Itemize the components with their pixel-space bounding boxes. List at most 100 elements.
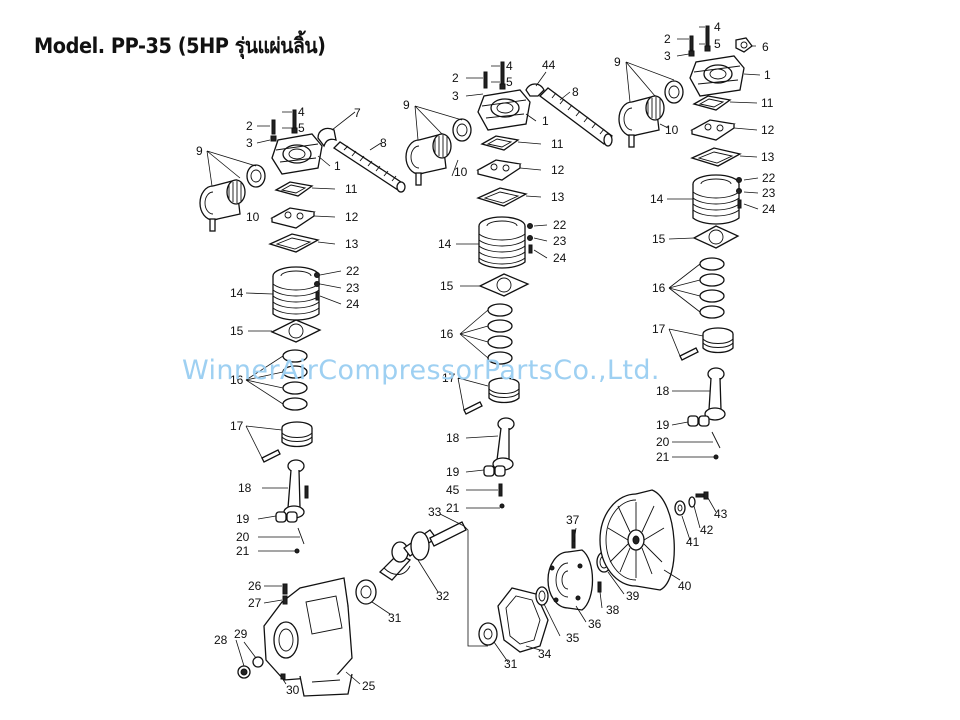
right-air-filter bbox=[618, 80, 684, 148]
part-label: 5 bbox=[506, 75, 513, 89]
part-label: 5 bbox=[298, 121, 305, 135]
part-number-labels: 2 3 4 5 7 8 1 9 10 11 12 13 14 22 23 24 … bbox=[196, 20, 776, 697]
part-label: 20 bbox=[236, 530, 250, 544]
part-label: 14 bbox=[438, 237, 452, 251]
middle-air-filter bbox=[405, 118, 472, 186]
right-valve-plate-12 bbox=[690, 119, 736, 141]
oil-seal-31-left bbox=[355, 579, 377, 605]
part-label: 37 bbox=[566, 513, 580, 527]
part-label: 9 bbox=[403, 98, 410, 112]
left-elbow-fitting bbox=[317, 127, 337, 148]
part-label: 36 bbox=[588, 617, 602, 631]
part-label: 1 bbox=[334, 159, 341, 173]
part-label: 6 bbox=[762, 40, 769, 54]
middle-gasket-11 bbox=[480, 135, 520, 151]
part-label: 19 bbox=[656, 418, 670, 432]
left-delivery-pipe bbox=[332, 141, 406, 193]
middle-cylinder-block bbox=[478, 216, 533, 269]
part-label: 21 bbox=[236, 544, 250, 558]
washer-41 bbox=[674, 500, 686, 516]
bearing-housing bbox=[547, 529, 602, 611]
drain-plug bbox=[237, 656, 286, 680]
part-label: 22 bbox=[553, 218, 567, 232]
part-label: 28 bbox=[214, 633, 228, 647]
part-label: 41 bbox=[686, 535, 700, 549]
part-label: 2 bbox=[452, 71, 459, 85]
flywheel bbox=[599, 489, 675, 591]
part-label: 24 bbox=[762, 202, 776, 216]
middle-gasket-15 bbox=[478, 273, 530, 297]
middle-piston bbox=[463, 377, 520, 415]
leader-lines bbox=[206, 26, 761, 685]
part-label: 19 bbox=[446, 465, 460, 479]
part-label: 10 bbox=[454, 165, 468, 179]
part-label: 24 bbox=[346, 297, 360, 311]
part-label: 3 bbox=[452, 89, 459, 103]
part-label: 33 bbox=[428, 505, 442, 519]
part-label: 29 bbox=[234, 627, 248, 641]
crankshaft bbox=[378, 521, 467, 581]
part-label: 10 bbox=[665, 123, 679, 137]
part-label: 3 bbox=[664, 49, 671, 63]
crankcase bbox=[263, 577, 353, 697]
part-label: 4 bbox=[714, 20, 721, 34]
part-label: 17 bbox=[652, 322, 666, 336]
part-label: 31 bbox=[388, 611, 402, 625]
part-label: 14 bbox=[650, 192, 664, 206]
part-label: 30 bbox=[286, 683, 300, 697]
part-label: 32 bbox=[436, 589, 450, 603]
part-label: 43 bbox=[714, 507, 728, 521]
left-gasket-11 bbox=[274, 181, 314, 197]
right-piston bbox=[679, 327, 734, 361]
middle-delivery-pipe bbox=[539, 87, 613, 147]
part-label: 12 bbox=[551, 163, 565, 177]
part-label: 19 bbox=[236, 512, 250, 526]
part-label: 26 bbox=[248, 579, 262, 593]
right-gasket-15 bbox=[692, 225, 740, 249]
part-label: 9 bbox=[614, 55, 621, 69]
right-cylinder-head bbox=[688, 25, 745, 97]
part-label: 16 bbox=[652, 281, 666, 295]
part-label: 20 bbox=[656, 435, 670, 449]
part-label: 12 bbox=[345, 210, 359, 224]
part-label: 7 bbox=[354, 106, 361, 120]
part-label: 27 bbox=[248, 596, 262, 610]
part-label: 44 bbox=[542, 58, 556, 72]
part-label: 45 bbox=[446, 483, 460, 497]
bolt-43 bbox=[695, 491, 709, 500]
part-label: 23 bbox=[346, 281, 360, 295]
part-label: 16 bbox=[230, 373, 244, 387]
seal-35 bbox=[535, 586, 549, 606]
middle-elbow-44 bbox=[525, 83, 545, 97]
part-label: 22 bbox=[346, 264, 360, 278]
left-cylinder-assembly bbox=[199, 109, 406, 554]
middle-connecting-rod bbox=[483, 417, 515, 509]
left-gasket-13 bbox=[268, 233, 320, 253]
part-label: 38 bbox=[606, 603, 620, 617]
left-air-filter bbox=[199, 164, 266, 232]
oil-seal-31-right bbox=[478, 622, 498, 646]
part-label: 13 bbox=[345, 237, 359, 251]
washer-42 bbox=[688, 496, 696, 508]
left-piston-rings bbox=[282, 349, 308, 411]
part-label: 13 bbox=[761, 150, 775, 164]
left-connecting-rod bbox=[275, 459, 309, 554]
part-label: 10 bbox=[246, 210, 260, 224]
part-label: 9 bbox=[196, 144, 203, 158]
part-label: 18 bbox=[446, 431, 460, 445]
part-label: 21 bbox=[446, 501, 460, 515]
left-gasket-15 bbox=[270, 319, 322, 343]
part-label: 8 bbox=[572, 85, 579, 99]
middle-cylinder-head bbox=[477, 61, 531, 131]
part-label: 1 bbox=[764, 68, 771, 82]
part-label: 23 bbox=[553, 234, 567, 248]
right-gasket-13 bbox=[690, 147, 742, 167]
part-label: 31 bbox=[504, 657, 518, 671]
part-label: 14 bbox=[230, 286, 244, 300]
right-piston-rings bbox=[699, 257, 725, 319]
diagram-title: Model. PP-35 (5HP รุ่นแผ่นลิ้น) bbox=[34, 34, 326, 58]
watermark: WinnerAirCompressorPartsCo.,Ltd. bbox=[182, 355, 660, 386]
part-label: 21 bbox=[656, 450, 670, 464]
part-label: 22 bbox=[762, 171, 776, 185]
part-label: 24 bbox=[553, 251, 567, 265]
